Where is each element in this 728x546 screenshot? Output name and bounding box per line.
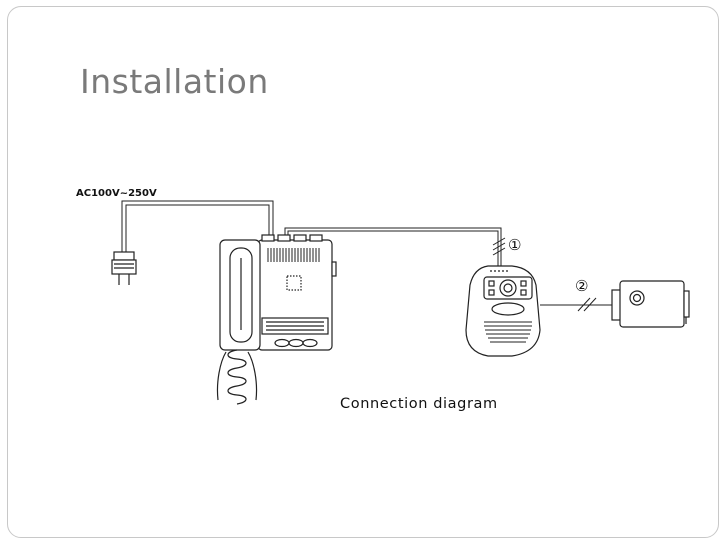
cable-marker-2: ② [575, 277, 588, 295]
slide-frame [7, 6, 719, 538]
cable-marker-1: ① [508, 236, 521, 254]
power-voltage-label: AC100V~250V [76, 188, 157, 199]
power-cable [121, 200, 274, 252]
handset-coiled-cord [216, 349, 258, 405]
slide-title: Installation [80, 62, 269, 101]
outdoor-door-station-icon [465, 265, 541, 357]
power-plug-icon [111, 251, 137, 285]
cctv-camera-icon [611, 280, 690, 328]
indoor-monitor-icon [219, 234, 337, 351]
camera-cable [540, 297, 612, 312]
diagram-caption: Connection diagram [340, 396, 498, 412]
